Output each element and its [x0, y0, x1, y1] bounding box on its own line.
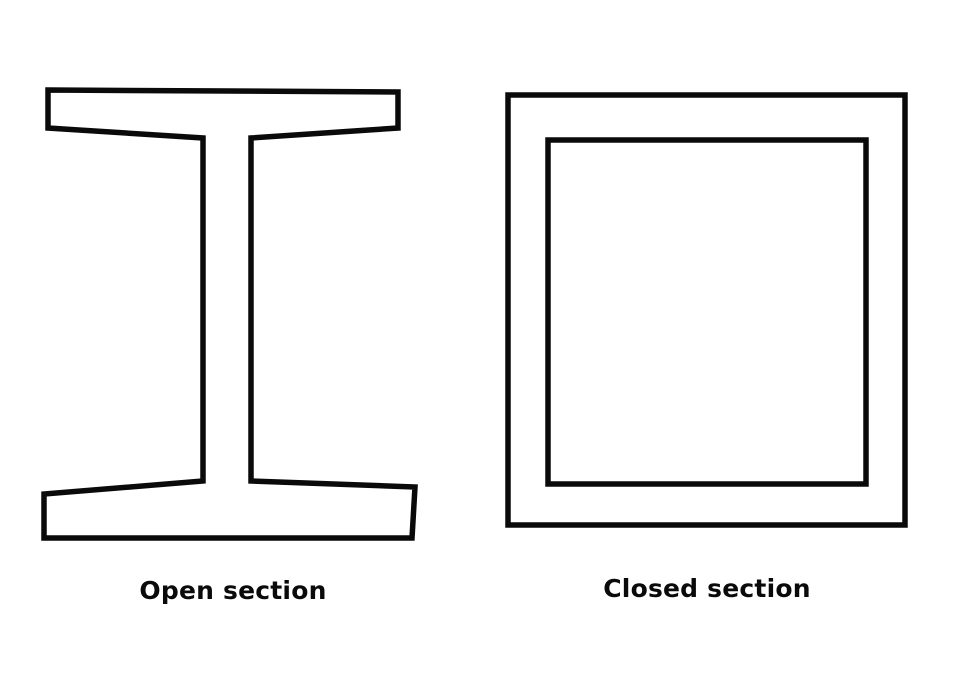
open-section-shape	[41, 87, 418, 541]
box-inner-rectangle	[545, 137, 869, 487]
closed-section-caption: Closed section	[603, 574, 811, 603]
closed-section-shape	[505, 92, 908, 528]
i-beam-outline	[41, 87, 418, 541]
open-section-caption: Open section	[139, 576, 327, 605]
